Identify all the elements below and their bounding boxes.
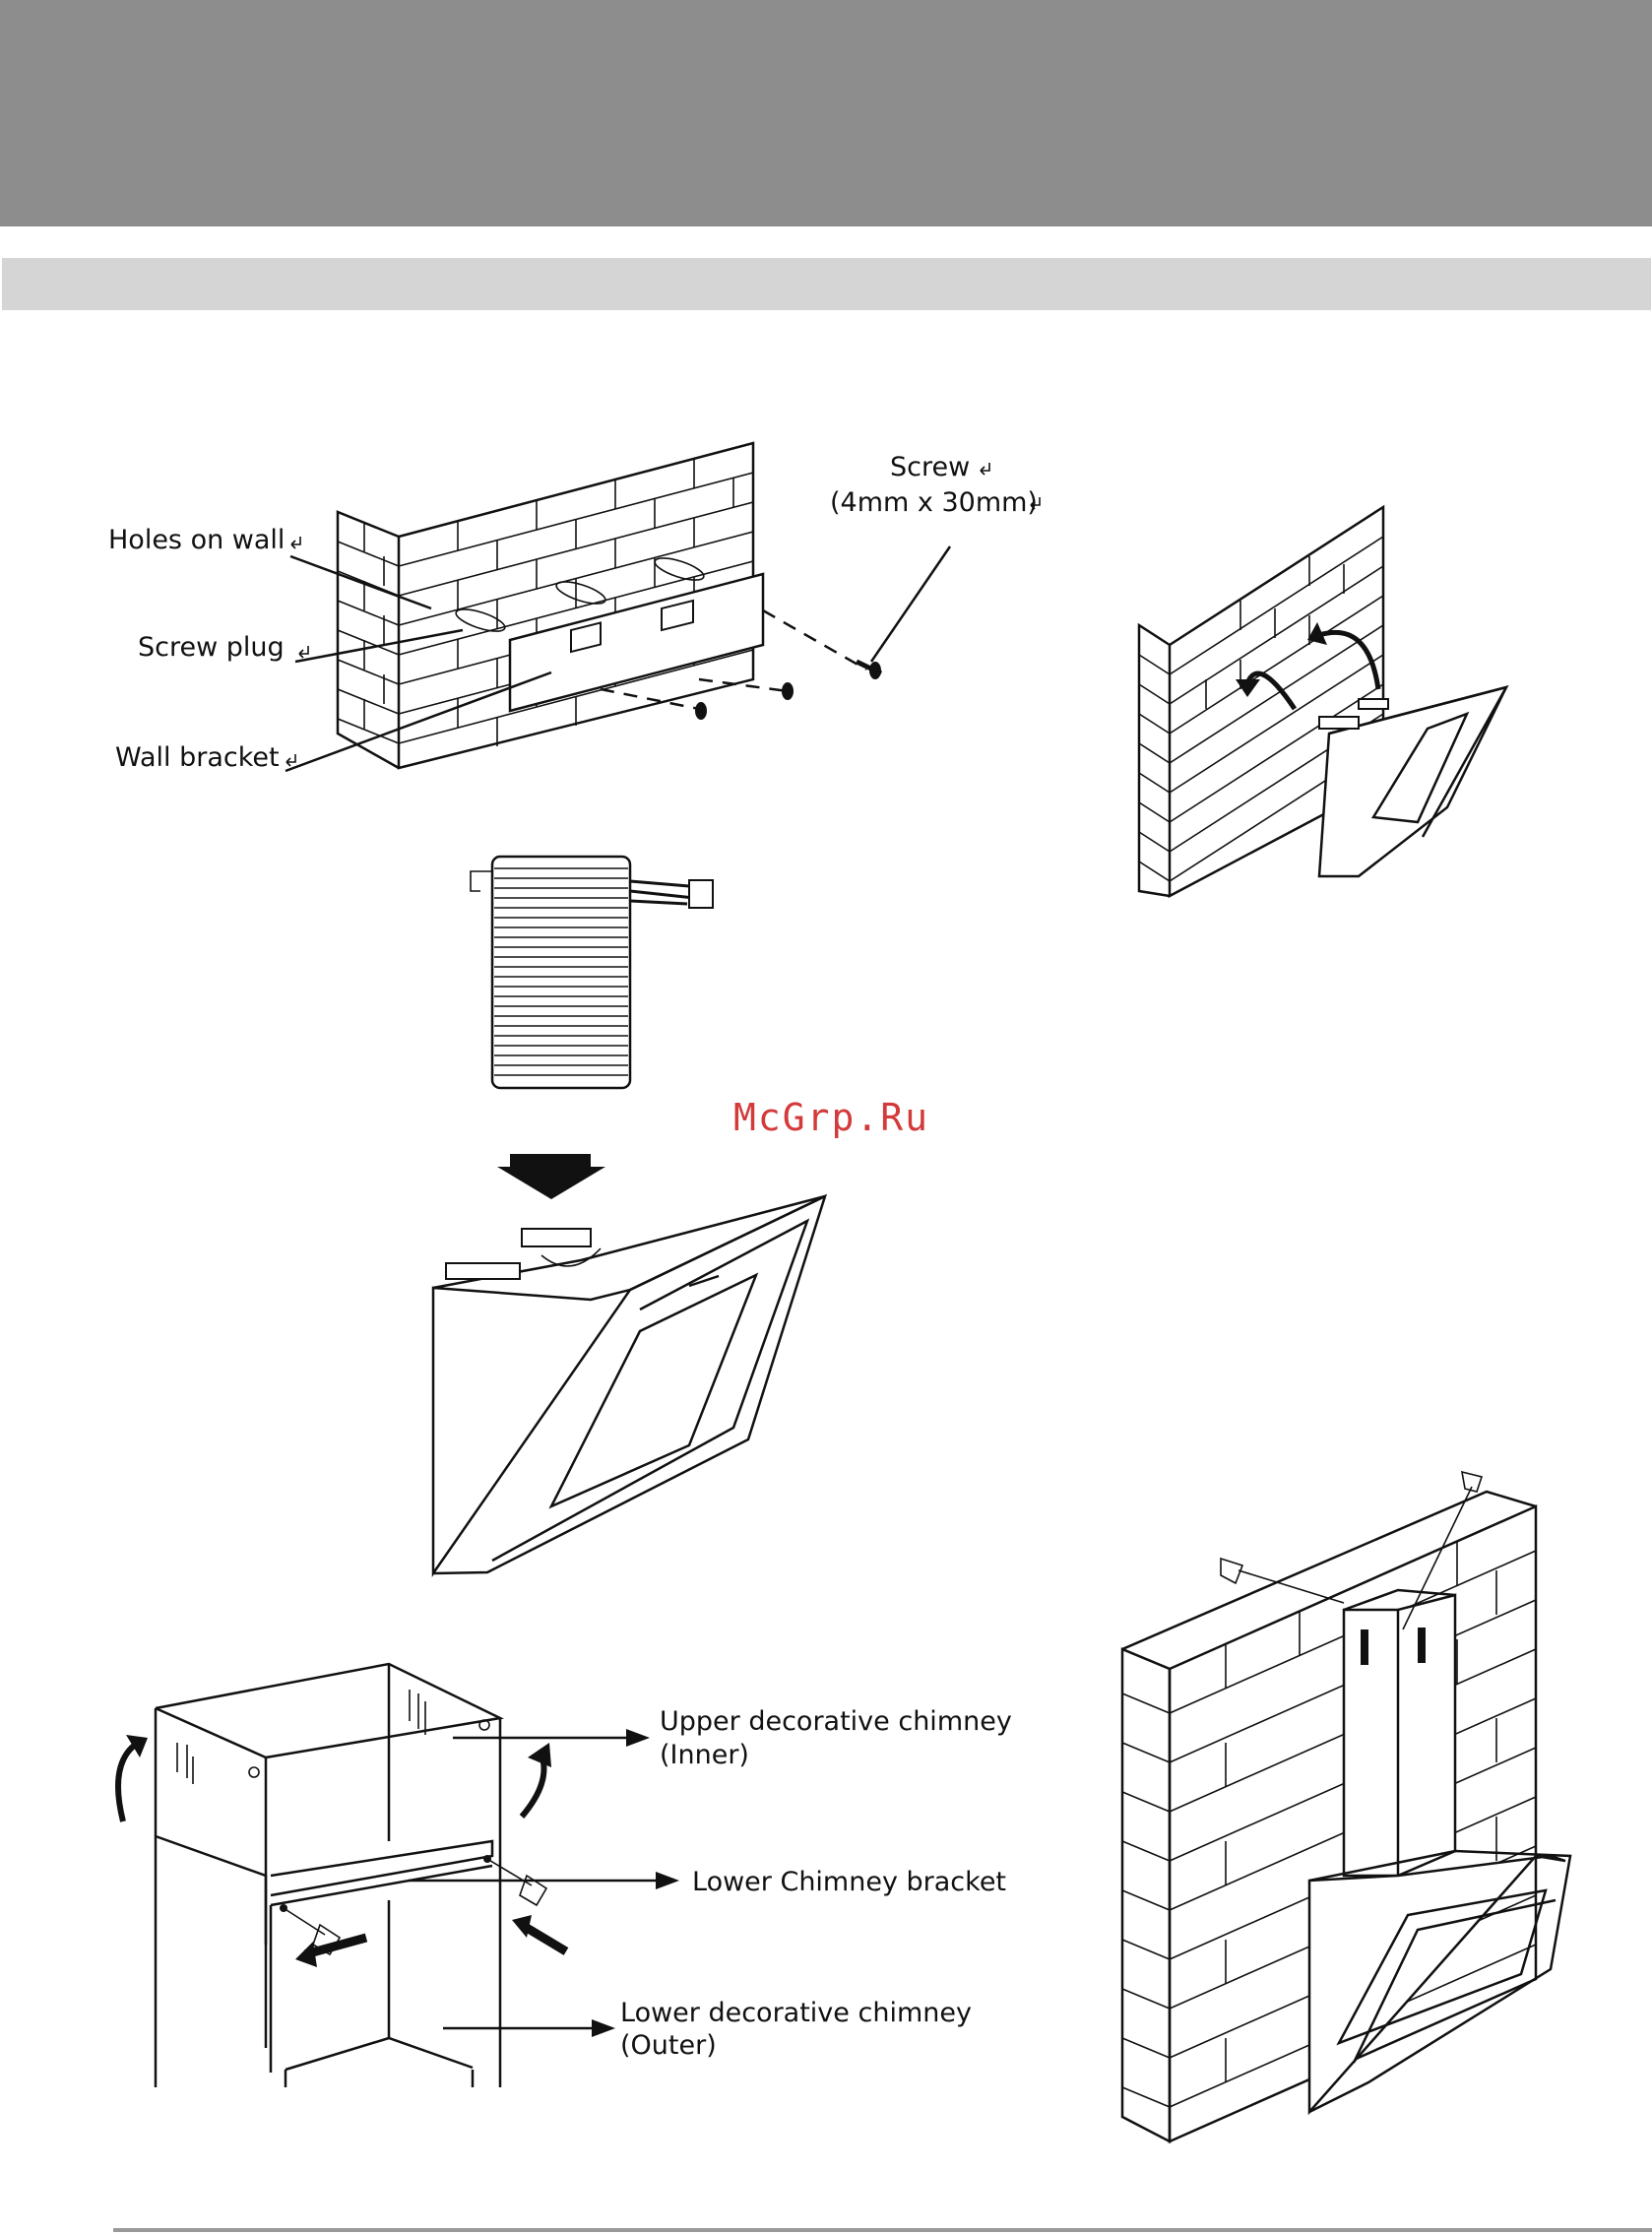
footer-rule <box>113 2228 1652 2232</box>
hood-installed <box>1309 1851 1570 2112</box>
chimney-installed <box>1344 1590 1455 1876</box>
